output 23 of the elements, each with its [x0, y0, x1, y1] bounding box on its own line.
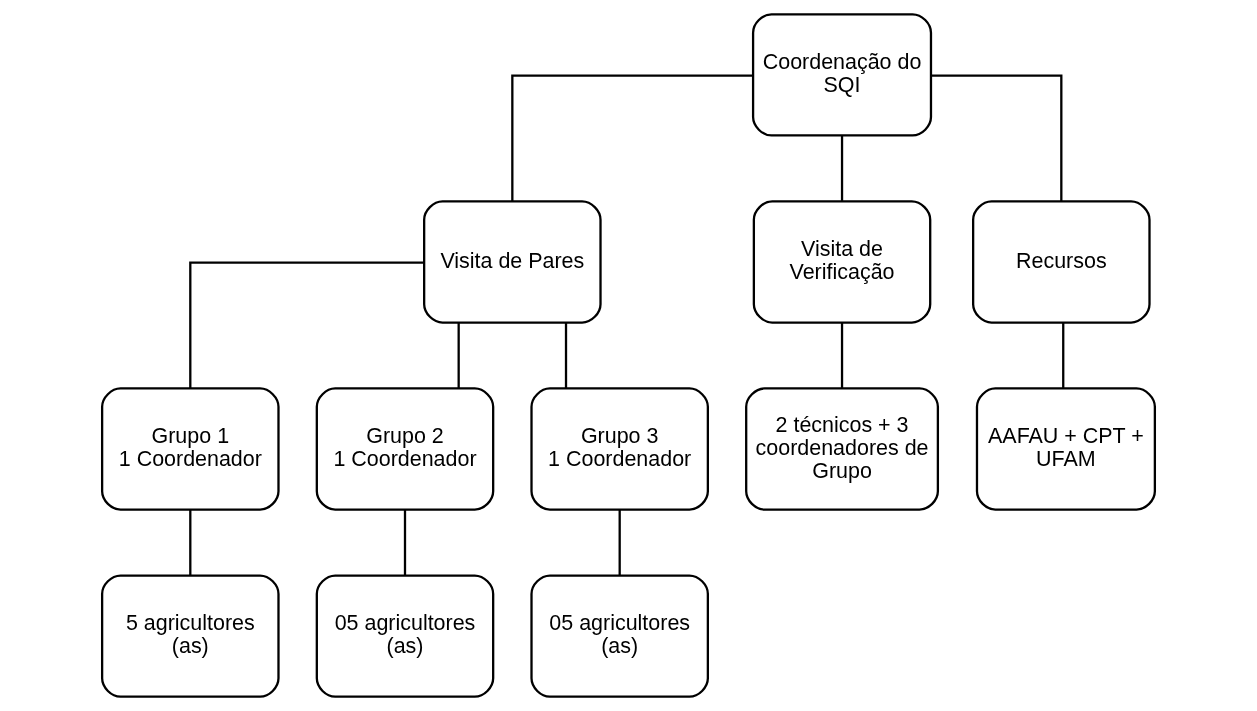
connector	[189, 509, 192, 576]
node-box: Grupo 2 1 Coordenador	[315, 387, 495, 511]
connector	[457, 322, 460, 388]
node-box: 5 agricultores (as)	[100, 574, 280, 698]
node-box: Recursos	[972, 200, 1151, 324]
connector	[403, 509, 407, 576]
node-box: Grupo 1 1 Coordenador	[100, 387, 280, 511]
connector	[840, 135, 844, 201]
node-box: 05 agricultores (as)	[315, 574, 495, 698]
node-box: Visita de Pares	[423, 200, 602, 324]
node-box: Coordenação do SQI	[751, 13, 933, 137]
node-box: AAFAU + CPT + UFAM	[975, 387, 1156, 511]
node-box: 2 técnicos + 3 coordenadores de Grupo	[745, 387, 940, 511]
connector	[511, 74, 753, 201]
node-box: 05 agricultores (as)	[530, 574, 709, 698]
connector	[1062, 322, 1065, 388]
node-box: Grupo 3 1 Coordenador	[530, 387, 709, 511]
node-box: Visita de Verificação	[752, 200, 932, 324]
connector	[618, 509, 621, 576]
connector	[564, 322, 568, 388]
connector	[189, 261, 424, 389]
connector	[840, 322, 844, 388]
connector	[931, 74, 1063, 201]
